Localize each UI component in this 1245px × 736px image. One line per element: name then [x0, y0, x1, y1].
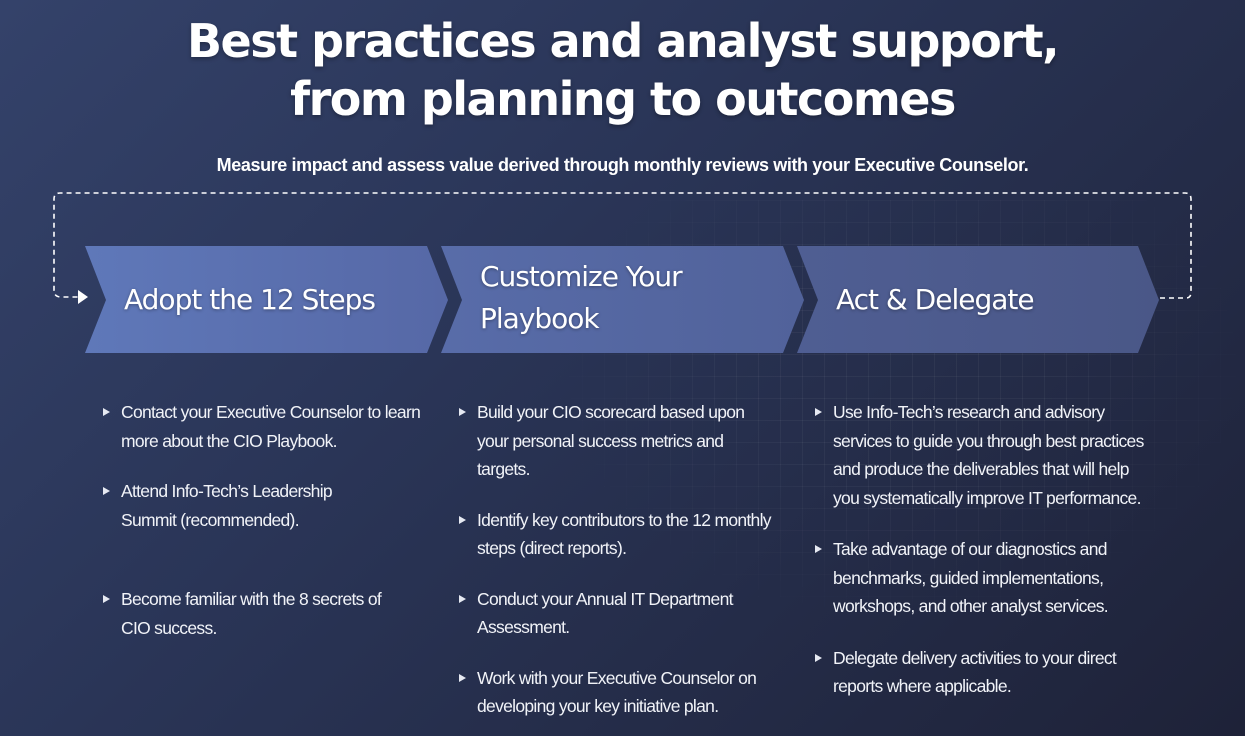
step-1-bullets: Contact your Executive Counselor to lear…	[103, 398, 433, 642]
step-3-label: Act & Delegate	[836, 283, 1035, 316]
bullet-item: Identify key contributors to the 12 mont…	[459, 506, 802, 563]
chevron-step-3	[797, 246, 1159, 353]
title-line-1: Best practices and analyst support,	[186, 14, 1060, 68]
bullet-triangle-icon	[103, 487, 110, 495]
dashed-loop-arrow-icon	[53, 192, 1192, 304]
bullet-item: Conduct your Annual IT Department Assess…	[459, 585, 804, 642]
step-2-label: Customize Your Playbook	[480, 260, 683, 335]
chevron-step-1	[85, 246, 448, 353]
bullet-item: Delegate delivery activities to your dir…	[815, 644, 1158, 701]
page-title: Best practices and analyst support, from…	[0, 12, 1245, 128]
step-3-bullets: Use Info-Tech’s research and advisory se…	[815, 398, 1160, 701]
bullet-triangle-icon	[459, 673, 466, 682]
step-1-label: Adopt the 12 Steps	[124, 283, 376, 316]
bullet-triangle-icon	[103, 595, 110, 603]
bullet-triangle-icon	[459, 594, 466, 603]
bullet-triangle-icon	[815, 653, 822, 662]
chevron-step-2	[441, 246, 804, 353]
bullet-item: Use Info-Tech’s research and advisory se…	[815, 398, 1158, 512]
bullet-triangle-icon	[815, 545, 822, 553]
bullet-item: Attend Info-Tech’s Leadership Summit (re…	[103, 477, 381, 534]
bullet-triangle-icon	[459, 408, 466, 416]
bullet-item: Become familiar with the 8 secrets of CI…	[103, 585, 411, 642]
bullet-triangle-icon	[459, 515, 466, 524]
bullet-triangle-icon	[815, 408, 822, 416]
bullet-item: Work with your Executive Counselor on de…	[459, 664, 804, 721]
step-2-bullets: Build your CIO scorecard based upon your…	[459, 398, 804, 721]
bullet-item: Build your CIO scorecard based upon your…	[459, 398, 767, 484]
bullet-item: Take advantage of our diagnostics and be…	[815, 535, 1160, 621]
title-line-2: from planning to outcomes	[290, 72, 956, 126]
bullet-item: Contact your Executive Counselor to lear…	[103, 398, 433, 455]
bullet-triangle-icon	[103, 408, 110, 416]
page-subtitle: Measure impact and assess value derived …	[216, 155, 1029, 175]
